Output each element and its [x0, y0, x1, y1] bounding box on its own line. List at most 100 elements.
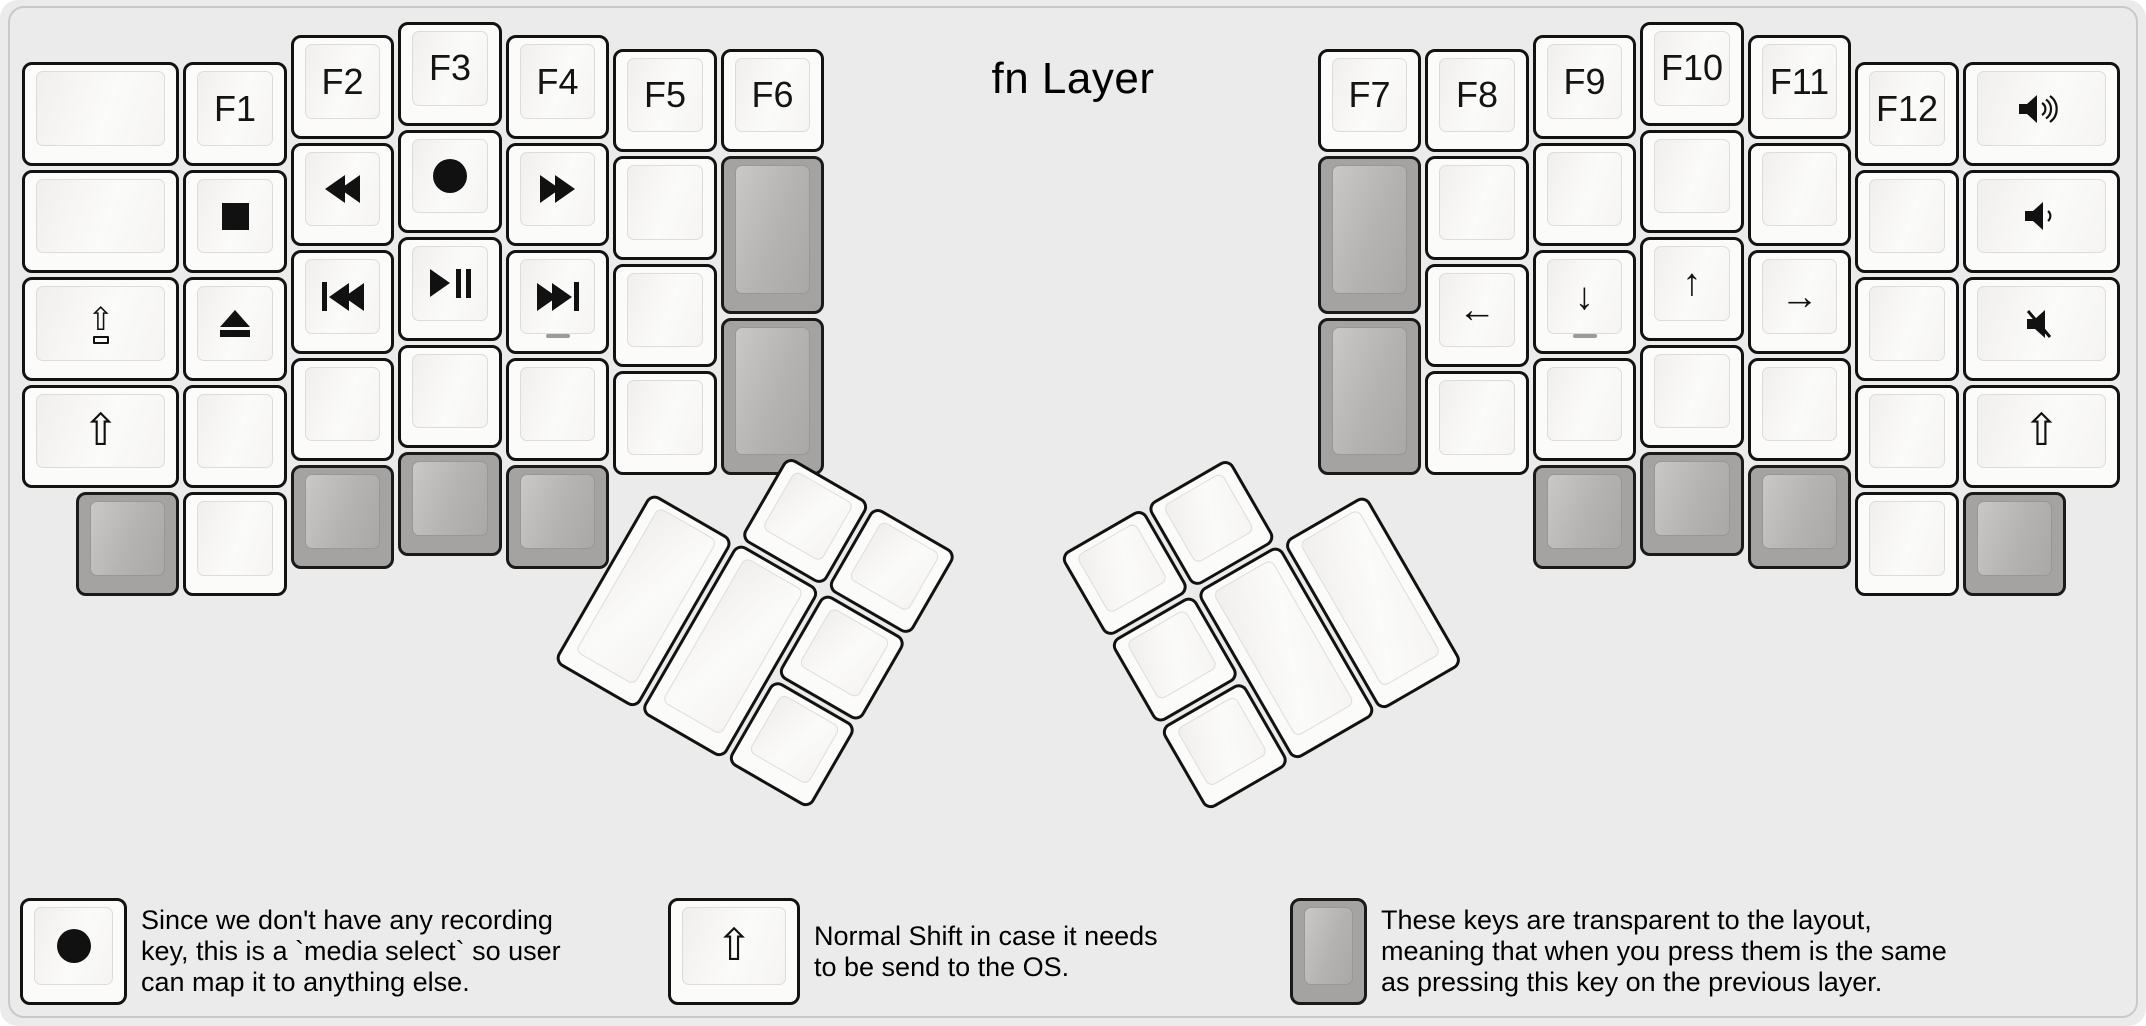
- arrow-right-icon: →: [1780, 275, 1819, 318]
- keycap-face: [519, 366, 596, 442]
- keycap-face: [1331, 165, 1408, 294]
- key-f4[interactable]: F4: [505, 35, 610, 139]
- key-mute[interactable]: [1962, 277, 2120, 381]
- key-f5[interactable]: F5: [613, 48, 717, 153]
- key-transparent[interactable]: [398, 452, 502, 556]
- key-blank[interactable]: [1640, 129, 1744, 233]
- key-blank[interactable]: [613, 263, 717, 368]
- legend-key-transparent[interactable]: [1290, 898, 1367, 1005]
- legend-key-shift[interactable]: ⇧: [668, 898, 800, 1005]
- key-transparent[interactable]: [720, 317, 825, 475]
- legend-example-key: ⇧: [668, 898, 800, 1005]
- keycap-face: F8: [1439, 57, 1515, 133]
- key-transparent[interactable]: [290, 465, 395, 569]
- key-f9[interactable]: F9: [1532, 35, 1637, 139]
- key-arrow-left[interactable]: ←: [1425, 263, 1529, 368]
- key-stop[interactable]: [183, 169, 287, 274]
- key-arrow-right[interactable]: →: [1747, 250, 1852, 354]
- keycap-face: ↓: [1546, 259, 1623, 334]
- key-f11[interactable]: F11: [1747, 35, 1852, 139]
- key-transparent[interactable]: [1317, 317, 1422, 475]
- key-blank[interactable]: [505, 357, 610, 462]
- key-blank[interactable]: [613, 156, 717, 260]
- key-transparent[interactable]: [1317, 156, 1422, 314]
- key-blank[interactable]: [1747, 142, 1852, 247]
- key-eject[interactable]: [183, 277, 287, 381]
- key-transparent[interactable]: [1747, 465, 1852, 569]
- key-label: F5: [643, 74, 686, 116]
- keycap-face: [412, 353, 488, 428]
- key-play-pause[interactable]: [398, 237, 502, 341]
- keycap-face: [519, 474, 596, 549]
- key-blank[interactable]: [1747, 357, 1852, 462]
- keycap-face: F5: [627, 57, 703, 133]
- key-blank[interactable]: [290, 357, 395, 462]
- keycap-face: [412, 138, 488, 213]
- key-blank[interactable]: [22, 62, 180, 166]
- key-f12[interactable]: F12: [1855, 62, 1959, 166]
- key-f8[interactable]: F8: [1425, 48, 1529, 153]
- key-caps-lock[interactable]: ⇧: [22, 277, 180, 381]
- keycap-face: [1546, 366, 1623, 442]
- key-blank[interactable]: [1532, 357, 1637, 462]
- key-transparent[interactable]: [75, 492, 180, 596]
- key-label: F2: [321, 60, 364, 102]
- caps-lock-icon: ⇧: [87, 303, 114, 345]
- key-volume-down[interactable]: [1962, 169, 2120, 274]
- keycap-face: F4: [519, 44, 596, 119]
- key-transparent[interactable]: [720, 156, 825, 314]
- record-icon: [56, 929, 91, 963]
- key-f3[interactable]: F3: [398, 22, 502, 126]
- key-f10[interactable]: F10: [1640, 22, 1744, 126]
- key-f6[interactable]: F6: [720, 48, 825, 153]
- key-f7[interactable]: F7: [1317, 48, 1422, 153]
- key-rewind[interactable]: [290, 142, 395, 247]
- key-blank[interactable]: [398, 344, 502, 448]
- key-f1[interactable]: F1: [183, 62, 287, 166]
- key-blank[interactable]: [1855, 169, 1959, 274]
- keycap-face: [1546, 474, 1623, 549]
- key-blank[interactable]: [183, 384, 287, 489]
- key-blank[interactable]: [183, 492, 287, 596]
- keycap-face: [1869, 393, 1945, 469]
- keycap-face: F1: [197, 71, 273, 146]
- key-volume-up[interactable]: [1962, 62, 2120, 166]
- key-prev-track[interactable]: [290, 250, 395, 354]
- key-blank[interactable]: [1532, 142, 1637, 247]
- key-blank[interactable]: [1855, 384, 1959, 489]
- keycap-face: [734, 326, 811, 455]
- legend-key-media-select[interactable]: [20, 898, 127, 1005]
- keycap-face: ⇧: [682, 907, 786, 985]
- key-blank[interactable]: [613, 371, 717, 475]
- keycap-face: [304, 259, 381, 334]
- key-blank[interactable]: [1425, 371, 1529, 475]
- keycap-face: [627, 272, 703, 348]
- key-blank[interactable]: [1640, 344, 1744, 448]
- key-transparent[interactable]: [1532, 465, 1637, 569]
- key-blank[interactable]: [22, 169, 180, 274]
- keycap-face: F11: [1761, 44, 1838, 119]
- keycap-face: [1869, 501, 1945, 576]
- key-next-track[interactable]: [505, 250, 610, 354]
- keycap-face: [197, 178, 273, 254]
- key-arrow-down[interactable]: ↓: [1532, 250, 1637, 354]
- key-transparent[interactable]: [1962, 492, 2067, 596]
- key-blank[interactable]: [1425, 156, 1529, 260]
- key-record[interactable]: [398, 129, 502, 233]
- key-label: F10: [1660, 47, 1724, 89]
- key-label: F8: [1455, 74, 1498, 116]
- rewind-icon: [325, 175, 360, 204]
- key-transparent[interactable]: [505, 465, 610, 569]
- mute-icon: [2027, 309, 2052, 338]
- key-shift[interactable]: ⇧: [22, 384, 180, 489]
- key-blank[interactable]: [1855, 277, 1959, 381]
- key-f2[interactable]: F2: [290, 35, 395, 139]
- key-shift[interactable]: ⇧: [1962, 384, 2120, 489]
- key-fast-forward[interactable]: [505, 142, 610, 247]
- layer-title: fn Layer: [991, 54, 1155, 103]
- key-arrow-up[interactable]: ↑: [1640, 237, 1744, 341]
- key-transparent[interactable]: [1640, 452, 1744, 556]
- homing-bar: [1572, 333, 1597, 338]
- keycap-face: [412, 246, 488, 321]
- key-blank[interactable]: [1855, 492, 1959, 596]
